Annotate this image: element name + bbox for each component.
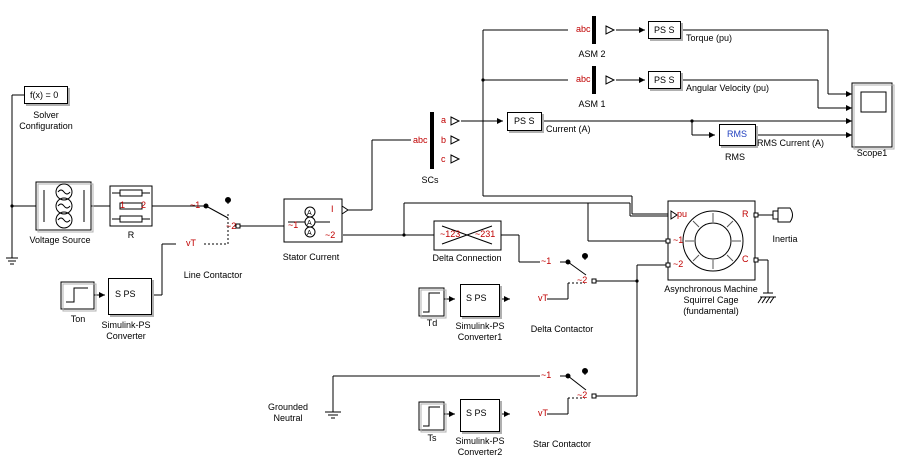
grounded-neutral-icon [325,411,341,419]
ts-label: Ts [427,433,437,443]
rms-block[interactable]: RMS [719,124,756,146]
inertia-block[interactable] [772,207,793,223]
scope1-block[interactable] [851,82,895,150]
line-contactor-tilde2: ~2 [226,221,237,231]
scs-label: SCs [421,175,439,185]
converter2-label: Simulink-PS Converter2 [455,436,505,457]
stator-current-block[interactable]: A A A [283,198,349,243]
scs-abc-port: abc [413,135,428,145]
stator-current-label: Stator Current [282,252,340,262]
ps-s-current-block[interactable]: PS S [507,112,542,131]
delta-connection-block[interactable] [433,220,502,251]
voltage-source-block[interactable] [35,181,94,233]
r-port-2: 2 [141,200,147,210]
svg-text:A: A [307,230,312,237]
converter1-label: Simulink-PS Converter1 [455,321,505,342]
simulink-ps-converter-block[interactable]: S PS [108,278,152,315]
rms-current-label: RMS Current (A) [757,138,825,148]
asm2-bus-block[interactable] [592,16,616,44]
converter-s-ps-text: S PS [115,289,136,299]
delta-connection-label: Delta Connection [432,253,502,263]
delta-contactor-label: Delta Contactor [530,324,594,334]
asm2-abc-port: abc [576,24,591,34]
ground-icon [6,257,18,265]
resistor-block[interactable] [109,185,153,227]
asynchronous-machine-block[interactable] [665,200,759,281]
star-contactor-switch[interactable] [560,368,597,399]
star-contactor-vt: vT [538,408,548,418]
asm1-label: ASM 1 [578,99,606,109]
r-label: R [127,230,135,240]
machine-r-port: R [742,209,749,219]
ton-step-block[interactable] [60,281,97,312]
mechanical-ground-icon [757,292,776,304]
td-label: Td [426,318,438,328]
line-contactor-tilde1: ~1 [190,200,201,210]
stator-tilde2-port: ~2 [325,230,336,240]
voltage-source-label: Voltage Source [29,235,91,245]
ton-label: Ton [70,314,86,324]
scs-c-port: c [441,154,446,164]
ps-s-torque-block[interactable]: PS S [648,21,681,39]
machine-c-port: C [742,254,749,264]
asm1-abc-port: abc [576,74,591,84]
ps-s-current-text: PS S [514,116,535,126]
line-contactor-switch[interactable] [198,197,241,245]
star-contactor-tilde1: ~1 [541,370,552,380]
simulink-ps-converter1-block[interactable]: S PS [460,284,500,317]
angular-velocity-label: Angular Velocity (pu) [686,83,770,93]
ps-s-torque-text: PS S [654,25,675,35]
machine-pu-port: pu [677,209,688,219]
asm1-bus-block[interactable] [592,66,616,94]
current-label: Current (A) [546,124,591,134]
converter-label: Simulink-PS Converter [101,320,151,341]
machine-label: Asynchronous Machine Squirrel Cage (fund… [664,284,758,316]
delta-port-1: ~123 [440,229,461,239]
r-port-1: 1 [120,200,126,210]
line-contactor-label: Line Contactor [183,270,243,280]
solver-configuration-block[interactable]: f(x) = 0 [24,86,68,104]
rms-block-text: RMS [727,129,747,139]
machine-tilde1-port: ~1 [673,235,684,245]
delta-contactor-vt: vT [538,293,548,303]
rms-label: RMS [725,152,745,162]
converter1-s-ps-text: S PS [466,293,487,303]
junction-dots [10,78,694,283]
delta-contactor-tilde2: ~2 [577,275,588,285]
scs-b-port: b [441,135,447,145]
svg-text:A: A [307,210,312,217]
torque-label: Torque (pu) [686,33,733,43]
solver-configuration-label: Solver Configuration [19,110,73,131]
line-contactor-vt: vT [186,238,196,248]
svg-text:A: A [307,220,312,227]
ps-s-angular-text: PS S [654,75,675,85]
stator-tilde1-port: ~1 [288,220,299,230]
scs-a-port: a [441,115,447,125]
delta-port-2: ~231 [475,229,496,239]
machine-tilde2-port: ~2 [673,259,684,269]
ts-step-block[interactable] [418,401,447,433]
inertia-label: Inertia [772,234,798,244]
star-contactor-label: Star Contactor [532,439,592,449]
stator-i-port: I [331,204,334,214]
asm2-label: ASM 2 [578,49,606,59]
grounded-neutral-label: Grounded Neutral [267,402,309,423]
delta-contactor-switch[interactable] [560,253,597,284]
delta-contactor-tilde1: ~1 [541,256,552,266]
simulink-ps-converter2-block[interactable]: S PS [460,399,500,432]
td-step-block[interactable] [418,287,447,319]
ps-s-angular-block[interactable]: PS S [648,71,681,89]
scope1-label: Scope1 [856,148,888,158]
solver-equation-text: f(x) = 0 [30,90,59,100]
scs-bus-block[interactable] [430,112,461,169]
converter2-s-ps-text: S PS [466,408,487,418]
wires [11,27,852,417]
star-contactor-tilde2: ~2 [577,390,588,400]
